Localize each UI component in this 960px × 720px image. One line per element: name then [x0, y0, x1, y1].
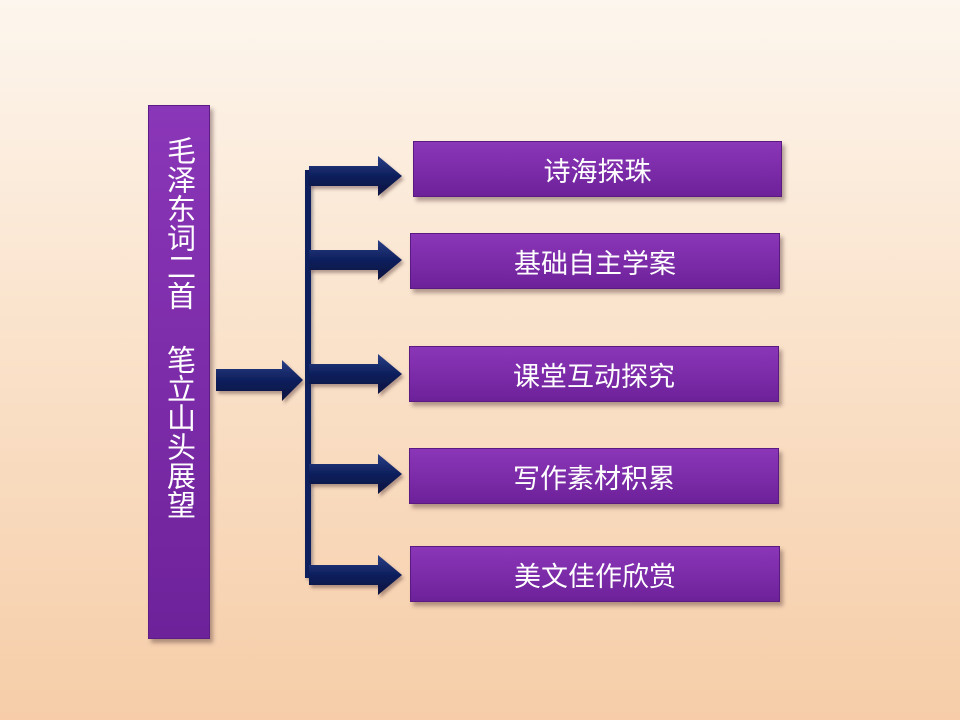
branch-arrow-2: [309, 240, 402, 280]
node-mei-wen-jia-zuo-xin-shang[interactable]: 美文佳作欣赏: [410, 546, 780, 602]
node-xie-zuo-su-cai-ji-lei[interactable]: 写作素材积累: [409, 448, 779, 504]
connector-trunk: [305, 170, 311, 578]
branch-arrow-4: [309, 454, 402, 494]
node-label: 基础自主学案: [514, 248, 676, 280]
node-shi-hai-tan-zhu[interactable]: 诗海探珠: [413, 141, 782, 197]
branch-arrow-1: [309, 156, 402, 196]
title-part-2: 笔立山头展望: [162, 345, 197, 519]
node-label: 诗海探珠: [543, 156, 652, 188]
main-arrow: [216, 360, 303, 401]
node-ke-tang-hu-dong-tan-jiu[interactable]: 课堂互动探究: [409, 346, 779, 402]
node-ji-chu-zi-zhu-xue-an[interactable]: 基础自主学案: [410, 233, 780, 289]
node-label: 写作素材积累: [513, 463, 675, 495]
node-label: 课堂互动探究: [513, 361, 675, 393]
branch-arrow-3: [309, 354, 402, 394]
main-title-box: 毛泽东词二首 笔立山头展望: [148, 105, 210, 639]
node-label: 美文佳作欣赏: [514, 561, 676, 593]
branch-arrow-5: [309, 555, 402, 595]
title-part-1: 毛泽东词二首: [162, 136, 197, 310]
